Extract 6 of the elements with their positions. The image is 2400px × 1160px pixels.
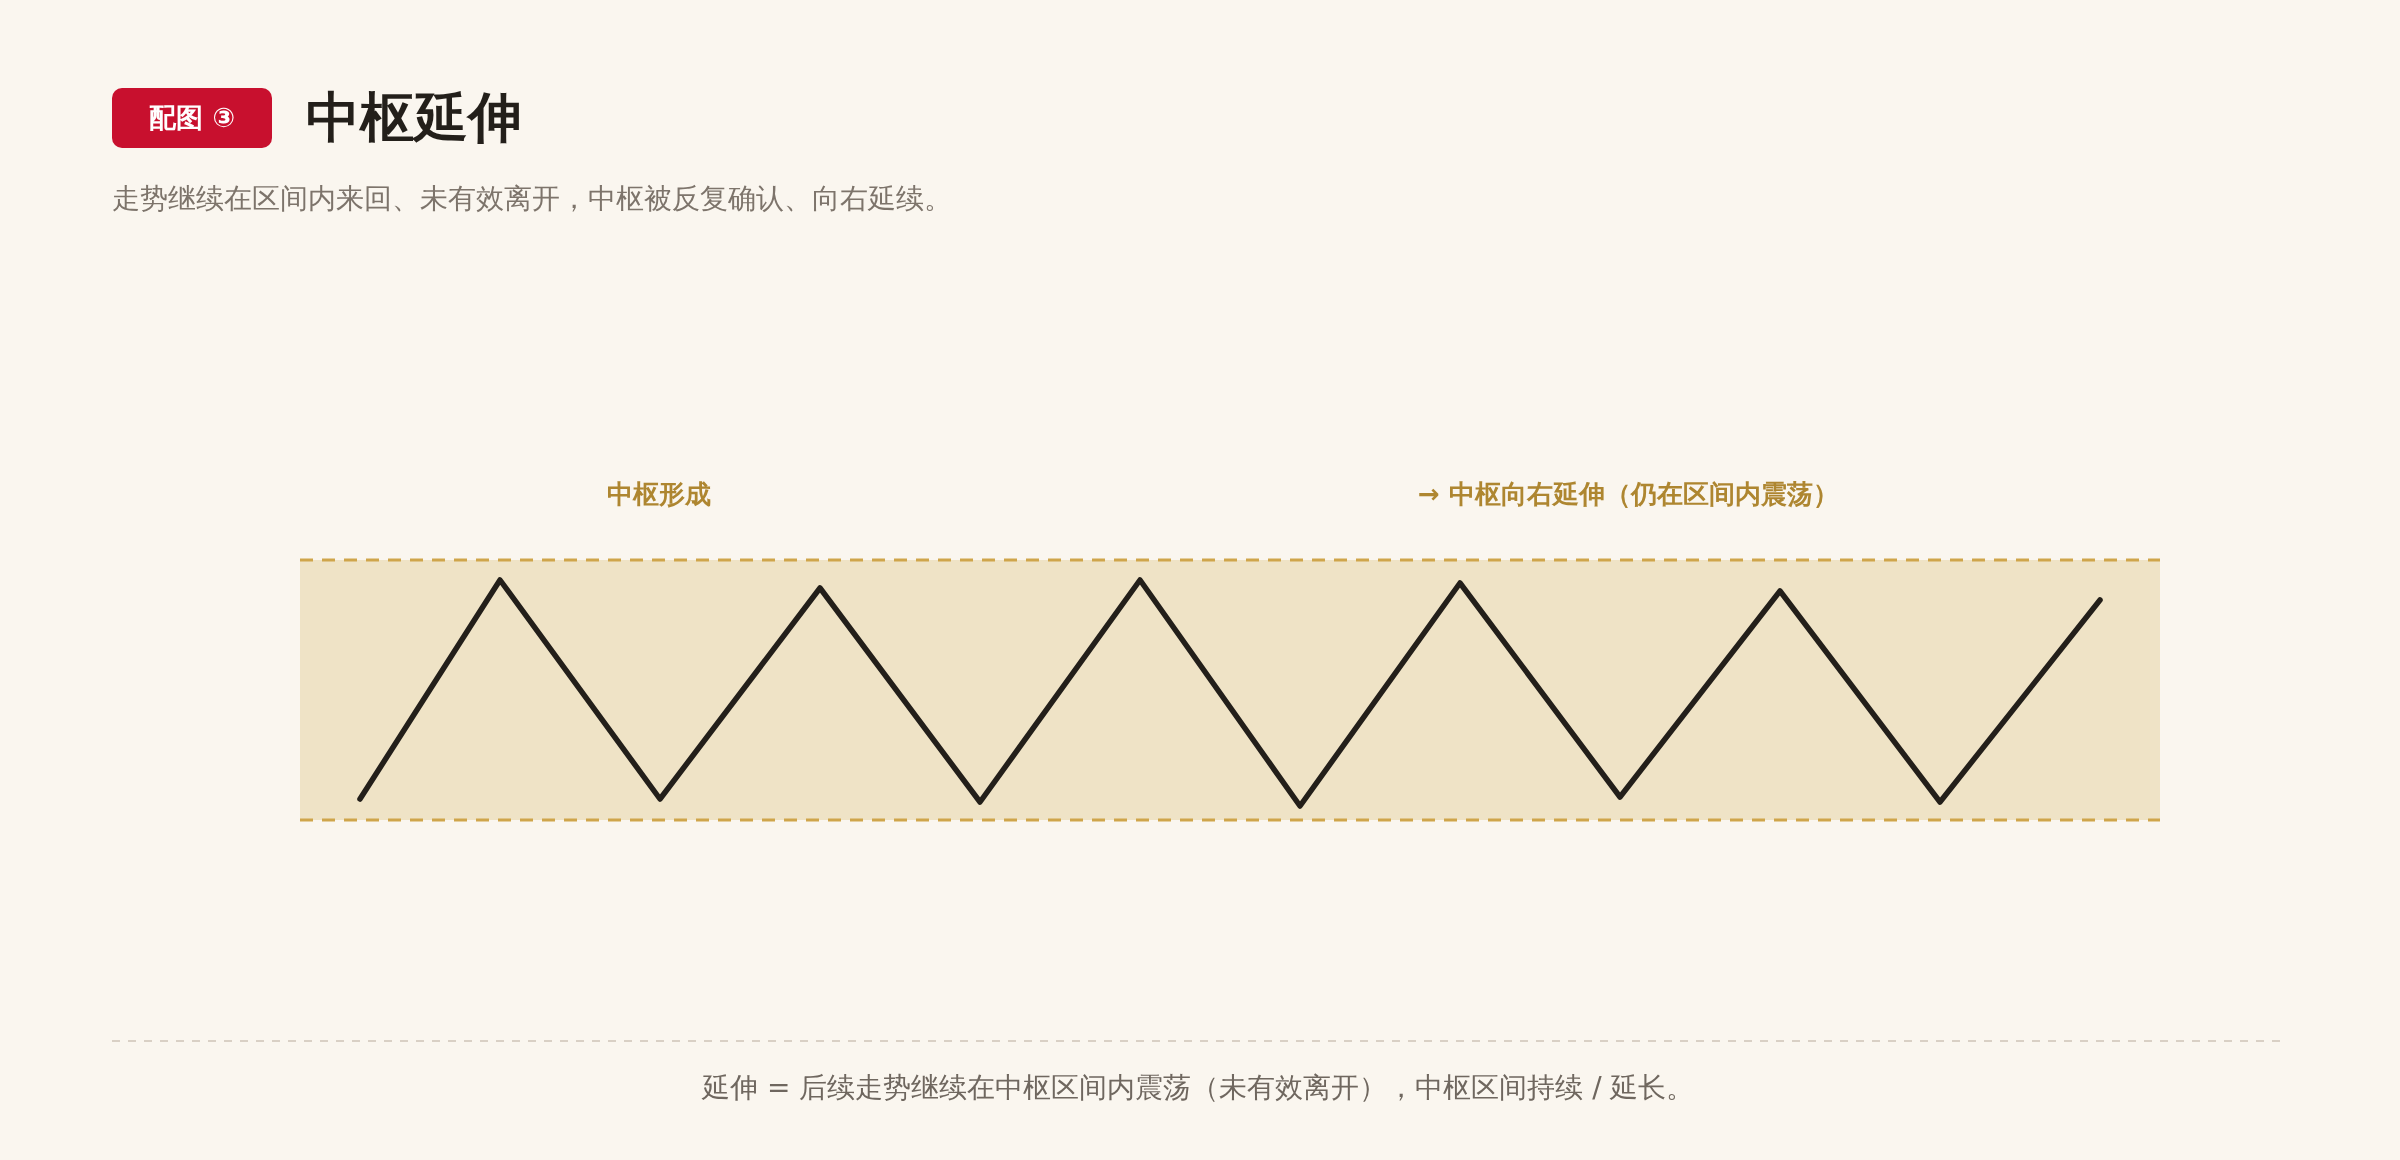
caption-text: 延伸 = 后续走势继续在中枢区间内震荡（未有效离开），中枢区间持续 / 延长。: [702, 1070, 1695, 1106]
figure-badge: 配图 ③: [112, 88, 272, 148]
title-heading: 中枢延伸: [306, 86, 522, 150]
extension-label: → 中枢向右延伸（仍在区间内震荡）: [1418, 478, 1839, 511]
subtitle-text: 走势继续在区间内来回、未有效离开，中枢被反复确认、向右延续。: [112, 181, 952, 217]
formation-label: 中枢形成: [607, 478, 711, 511]
